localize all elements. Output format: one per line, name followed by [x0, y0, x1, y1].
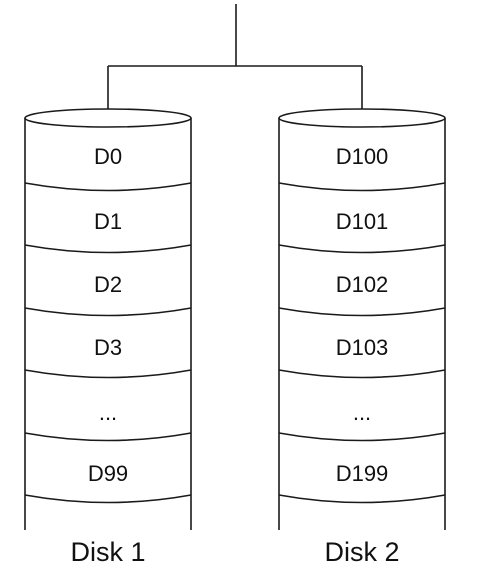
connector-lines — [107, 4, 363, 110]
disk-2-body-sides — [278, 118, 446, 530]
disk-1-divider-3 — [24, 307, 192, 317]
disk-1-divider-5 — [24, 432, 192, 442]
disk-2-block-5: D199 — [336, 461, 389, 486]
disk-2-label: Disk 2 — [324, 537, 399, 567]
disk-2-divider-1 — [278, 182, 446, 192]
disk-2-top-cap — [278, 108, 446, 128]
disk-1-divider-2 — [24, 244, 192, 254]
disk-1-body-sides — [24, 118, 192, 530]
disk-1-divider-1 — [24, 182, 192, 192]
disk-2-block-1: D101 — [336, 209, 389, 234]
disk-1-block-1: D1 — [94, 209, 122, 234]
disk-1-block-0: D0 — [94, 144, 122, 169]
disk-1-block-ellipsis: ... — [99, 400, 117, 425]
disk-2-divider-6 — [278, 494, 446, 504]
disk-2-block-3: D103 — [336, 335, 389, 360]
disk-1-top-cap — [24, 108, 192, 128]
disk-1-divider-4 — [24, 369, 192, 379]
disk-2-block-0: D100 — [336, 144, 389, 169]
disk-1-block-5: D99 — [88, 461, 128, 486]
disk-2-divider-2 — [278, 244, 446, 254]
disk-2-divider-3 — [278, 307, 446, 317]
disk-2: D100 D101 D102 D103 ... D199 Disk 2 — [278, 108, 446, 567]
disk-2-divider-4 — [278, 369, 446, 379]
disk-2-block-ellipsis: ... — [353, 400, 371, 425]
disk-2-block-2: D102 — [336, 272, 389, 297]
disk-1-block-2: D2 — [94, 272, 122, 297]
disk-1: D0 D1 D2 D3 ... D99 Disk 1 — [24, 108, 192, 567]
disk-1-divider-6 — [24, 494, 192, 504]
disk-1-label: Disk 1 — [70, 537, 145, 567]
disk-2-divider-5 — [278, 432, 446, 442]
disk-1-block-3: D3 — [94, 335, 122, 360]
